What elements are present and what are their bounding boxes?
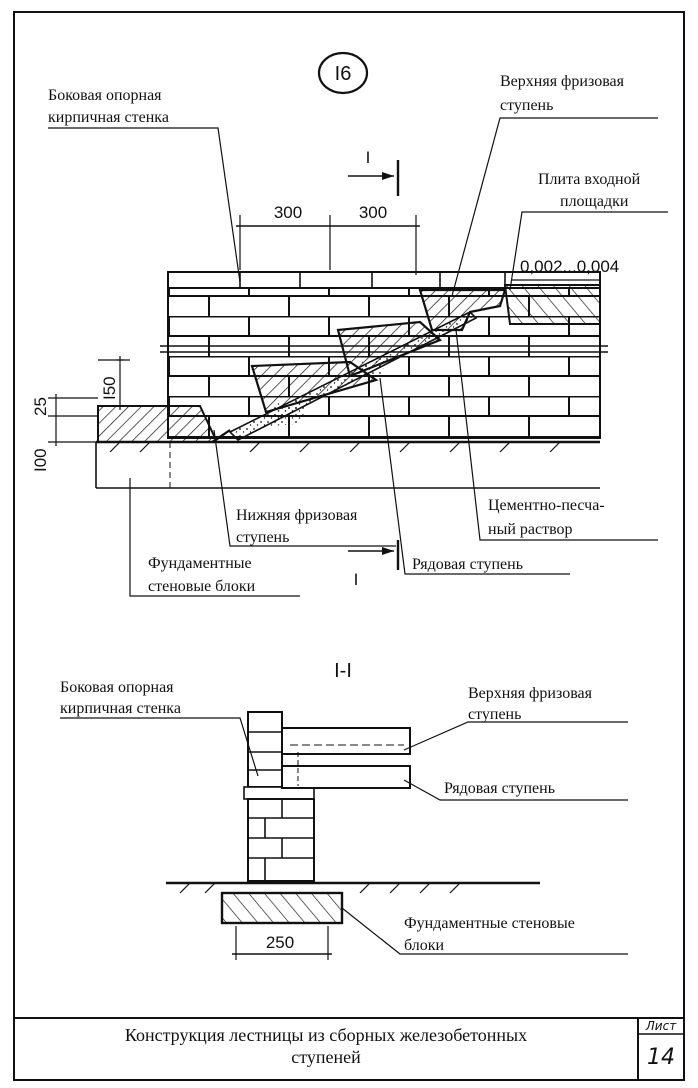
title-block: Конструкция лестницы из сборных железобе…	[14, 1017, 684, 1080]
section-mark-bottom-text: I	[354, 570, 359, 589]
title-line-2: ступеней	[291, 1047, 361, 1067]
slope-dimension: 0,002...0,004	[512, 257, 619, 281]
dim-300-a: 300	[274, 203, 302, 222]
dim-25: 25	[31, 397, 50, 416]
dim-300-b: 300	[359, 203, 387, 222]
dimension-300-300: 300 300	[236, 203, 420, 275]
label-lower-step-2: ступень	[236, 529, 289, 546]
label-ordinary-step: Рядовая ступень	[412, 556, 523, 573]
label-side-wall-1: Боковая опорная	[48, 87, 162, 104]
section-ground	[166, 881, 540, 925]
mortar-patch-2	[360, 360, 388, 382]
section-label-upper-step-2: ступень	[468, 706, 521, 723]
detail-mark: I6	[317, 51, 369, 95]
dim-150: I50	[100, 376, 119, 400]
label-side-wall-2: кирпичная стенка	[48, 109, 169, 126]
slope-text: 0,002...0,004	[520, 257, 619, 276]
label-foundation-2: стеновые блоки	[148, 578, 256, 595]
section-title: I-I	[334, 660, 352, 682]
section-mark-bottom: I	[348, 540, 400, 589]
leaders-upper	[48, 117, 668, 597]
dimension-250: 250	[232, 926, 332, 960]
section-steps	[281, 727, 411, 789]
sheet-frame	[13, 11, 685, 1081]
dim-250: 250	[266, 933, 294, 952]
section-mark-top: I	[348, 148, 400, 196]
section-label-side-wall-1: Боковая опорная	[60, 679, 174, 696]
section-mark-top-text: I	[366, 148, 371, 167]
label-mortar-2: ный раствор	[488, 521, 573, 538]
title-line-1: Конструкция лестницы из сборных железобе…	[125, 1025, 527, 1045]
sheet-label: Лист	[645, 1019, 677, 1033]
label-mortar-1: Цементно-песча-	[488, 497, 605, 514]
landing-slab	[503, 284, 601, 325]
section-brick-column	[243, 711, 315, 882]
detail-mark-text: I6	[335, 63, 352, 85]
section-foundation-block	[220, 891, 344, 925]
section-label-upper-step-1: Верхняя фризовая	[468, 685, 593, 702]
section-label-side-wall-2: кирпичная стенка	[60, 700, 181, 717]
section-label-foundation-2: блоки	[404, 937, 445, 954]
mortar-patch-1	[270, 398, 310, 426]
label-foundation-1: Фундаментные	[148, 555, 252, 572]
section-label-ordinary-step: Рядовая ступень	[444, 780, 555, 797]
label-lower-step-1: Нижняя фризовая	[236, 507, 358, 524]
labels-upper: Боковая опорная кирпичная стенка Верхняя…	[48, 73, 641, 595]
label-landing-2: площадки	[560, 193, 629, 210]
stair-steps	[97, 284, 601, 443]
label-upper-step-2: ступень	[500, 97, 553, 114]
ground-line	[95, 440, 600, 489]
section-label-foundation-1: Фундаментные стеновые	[404, 915, 575, 932]
sheet-number: 14	[647, 1045, 675, 1070]
height-dimensions: I50 25 I00	[31, 356, 130, 472]
label-landing-1: Плита входной	[538, 171, 641, 188]
labels-section: Боковая опорная кирпичная стенка Верхняя…	[60, 679, 593, 954]
dim-100: I00	[31, 448, 50, 472]
label-upper-step-1: Верхняя фризовая	[500, 73, 625, 90]
leaders-section	[60, 717, 628, 955]
